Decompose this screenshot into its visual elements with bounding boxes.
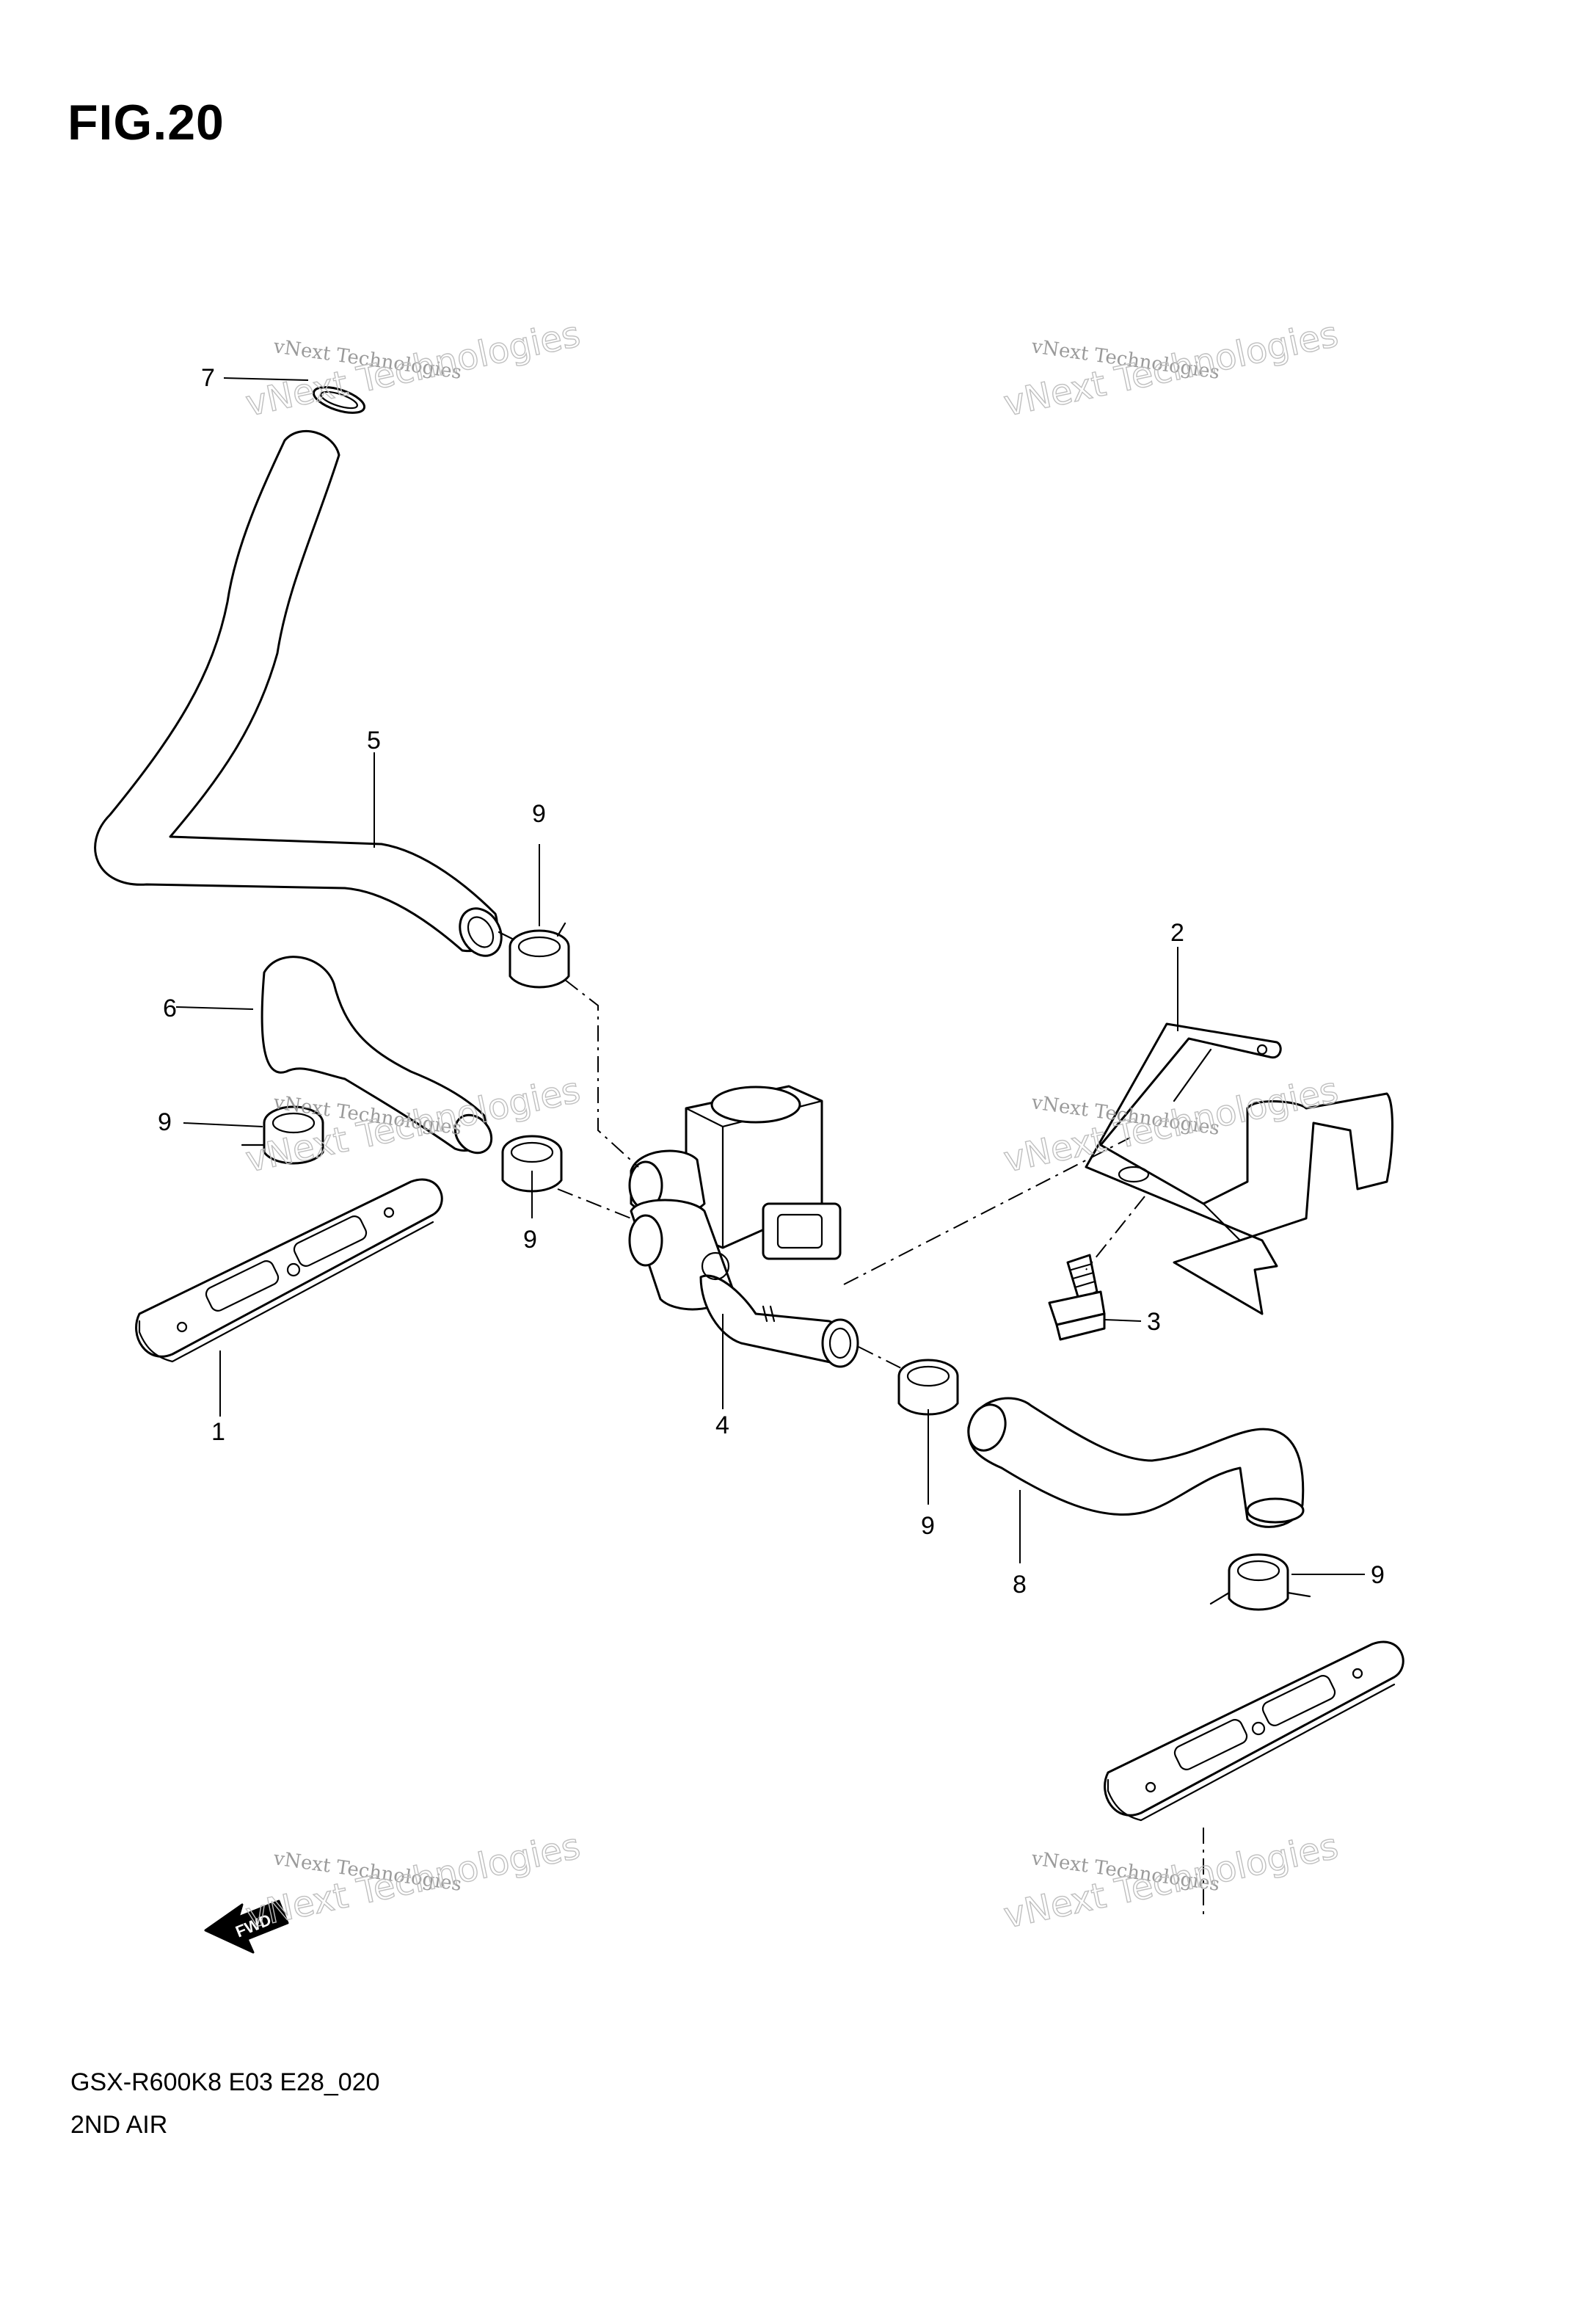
part-9-clamp-a (498, 922, 570, 989)
assembly-line-e (1085, 1196, 1145, 1270)
watermark-6-line2: vNext Technologies (1000, 1825, 1341, 1936)
callout-3: 3 (1147, 1308, 1161, 1336)
callout-2: 2 (1170, 919, 1184, 947)
part-2-bracket (1085, 1022, 1393, 1315)
callout-9c: 9 (523, 1226, 537, 1254)
part-4-air-valve (628, 1085, 859, 1368)
callout-9a: 9 (532, 800, 546, 828)
callout-1: 1 (211, 1418, 225, 1446)
watermark-1-line2: vNext Technologies (242, 313, 583, 424)
part-1-reed-plate (135, 1178, 443, 1363)
assembly-line-d (843, 1137, 1131, 1285)
figure-title: FIG.20 (68, 95, 225, 150)
part-8-clip (312, 386, 366, 414)
part-9-clamp-b (241, 1105, 324, 1165)
watermark-5-line2: vNext Technologies (242, 1825, 583, 1936)
callout-6: 6 (163, 995, 177, 1022)
callout-labels: 7 5 9 6 9 9 1 4 2 3 9 8 9 (158, 364, 1385, 1599)
callout-4: 4 (715, 1411, 729, 1439)
figure-name: 2ND AIR (70, 2111, 168, 2139)
part-3-bolt (1048, 1254, 1106, 1341)
callout-5: 5 (367, 727, 381, 755)
figure-code: GSX-R600K8 E03 E28_020 (70, 2068, 380, 2096)
callout-7: 8 (1013, 1571, 1027, 1599)
part-6-hose (260, 956, 493, 1155)
part-9-clamp-d (897, 1359, 959, 1416)
callout-9d: 9 (921, 1512, 935, 1540)
assembly-line-b (557, 1188, 632, 1219)
part-1-reed-plate-right (1104, 1640, 1404, 1822)
part-9-clamp-e (1209, 1553, 1311, 1611)
callout-9e: 9 (1371, 1561, 1385, 1589)
leader-lines (175, 377, 1365, 1575)
assembly-line-c (858, 1346, 903, 1370)
callout-9b: 9 (158, 1108, 172, 1136)
callout-8: 7 (201, 364, 215, 392)
watermark-2-line2: vNext Technologies (1000, 313, 1341, 424)
part-5-hose (94, 429, 503, 957)
assembly-line-a (564, 979, 639, 1168)
part-7-hose (967, 1397, 1305, 1528)
